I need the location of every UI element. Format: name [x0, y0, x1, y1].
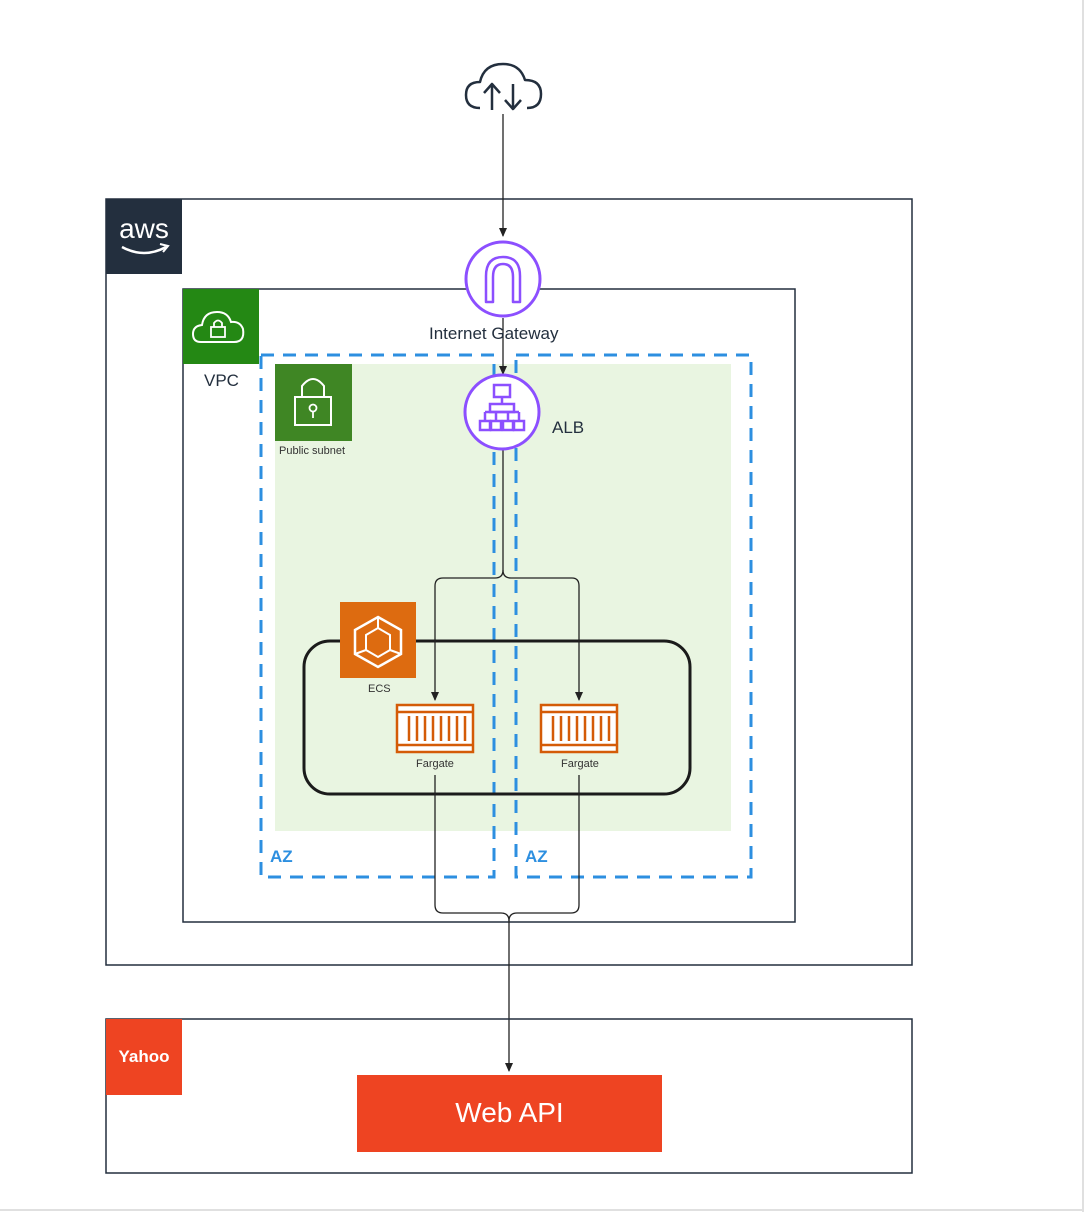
az-label: AZ [525, 847, 548, 866]
web-api-box [357, 1075, 662, 1152]
internet-cloud-icon [464, 62, 543, 111]
ecs-icon [340, 602, 416, 678]
load-balancer-icon [463, 373, 541, 451]
connectors [431, 114, 583, 1072]
alb-to-fargate-2-arrow [502, 569, 583, 701]
internet-gateway-icon [464, 240, 542, 318]
yahoo-badge [106, 1019, 182, 1095]
ecs-cluster-box [302, 639, 692, 796]
fargate-2-to-api-line [508, 775, 580, 922]
padlock-icon [275, 364, 352, 441]
yahoo-label: Yahoo [118, 1047, 170, 1066]
az-box-1 [259, 353, 496, 879]
public-subnet-label: Public subnet [279, 445, 346, 457]
fargate-label: Fargate [561, 758, 599, 770]
ecs-label: ECS [368, 683, 391, 695]
fargate-container-icon [395, 703, 475, 754]
vpc-label: VPC [204, 371, 239, 390]
az-label: AZ [270, 847, 293, 866]
fargate-1-to-api-arrow [434, 775, 513, 1072]
fargate-container-icon [539, 703, 619, 754]
aws-logo: aws [106, 199, 182, 274]
vpc-cloud-lock-icon [183, 289, 259, 364]
web-api-label: Web API [455, 1097, 564, 1128]
yahoo-group [105, 1018, 913, 1174]
internet-gateway-label: Internet Gateway [429, 324, 559, 343]
alb-label: ALB [552, 418, 585, 437]
fargate-label: Fargate [416, 758, 454, 770]
az-box-2 [514, 353, 753, 879]
alb-to-fargate-1-arrow [431, 449, 504, 701]
aws-logo-text: aws [119, 213, 169, 244]
